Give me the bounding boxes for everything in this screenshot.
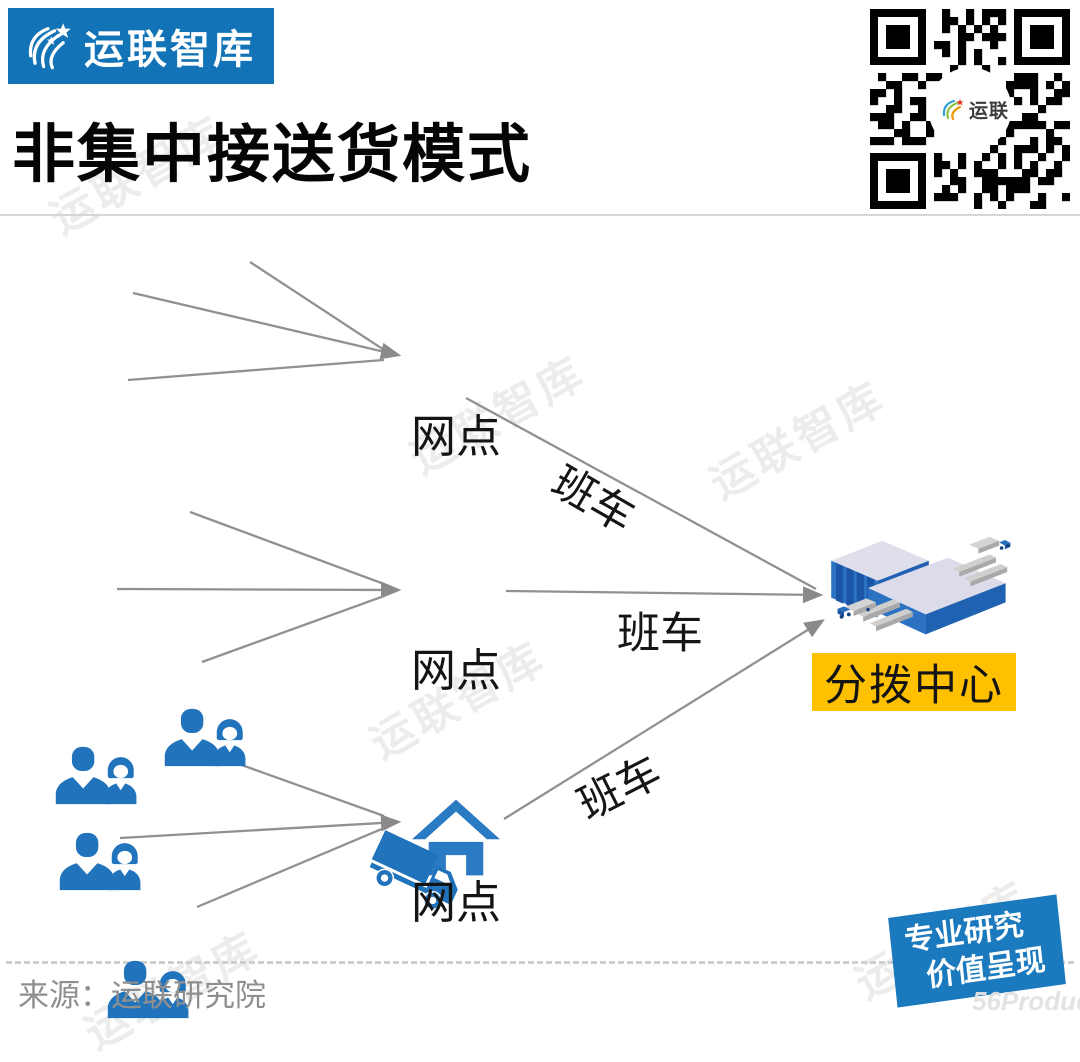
flow-line <box>132 291 402 360</box>
flow-line <box>201 594 385 664</box>
source-text: 来源：运联研究院 <box>18 978 266 1013</box>
shuttle-label: 班车 <box>570 748 668 830</box>
flow-line <box>465 396 817 591</box>
shuttle-label: 班车 <box>617 610 703 658</box>
qr-code: 运联 <box>870 9 1070 209</box>
flow-line <box>249 261 385 351</box>
flow-line <box>189 510 385 586</box>
qr-code-pattern <box>870 9 1070 209</box>
outlet-label: 网点 <box>410 645 501 696</box>
people-pair-icon <box>56 747 137 804</box>
header-divider <box>0 214 1080 216</box>
shuttle-label: 班车 <box>544 458 642 543</box>
outlet-label: 网点 <box>410 411 501 462</box>
outlet-label: 网点 <box>410 877 501 928</box>
warehouse-3d-icon <box>831 536 1011 635</box>
flow-line <box>127 358 385 382</box>
hub-label: 分拨中心 <box>812 653 1016 711</box>
flow-line <box>505 586 824 604</box>
page-title: 非集中接送货模式 <box>12 120 532 190</box>
globe-swoosh-icon <box>28 23 71 70</box>
footer-divider <box>6 961 1074 964</box>
brand-banner: 运联智库 <box>8 8 274 84</box>
diagram-canvas: 班车 班车 班车 <box>0 261 1011 1023</box>
flow-line <box>116 581 402 599</box>
qr-brand-text: 运联 <box>968 100 1009 122</box>
flow-line <box>119 814 402 840</box>
brand-watermark: 56Products <box>972 986 1080 1016</box>
qr-center-logo: 运联 <box>928 91 1020 127</box>
flow-line <box>503 619 825 820</box>
globe-swoosh-icon <box>942 99 964 121</box>
flow-line <box>196 826 385 909</box>
people-pair-icon <box>165 709 246 766</box>
brand-name: 运联智库 <box>84 28 256 72</box>
people-pair-icon <box>60 833 141 890</box>
